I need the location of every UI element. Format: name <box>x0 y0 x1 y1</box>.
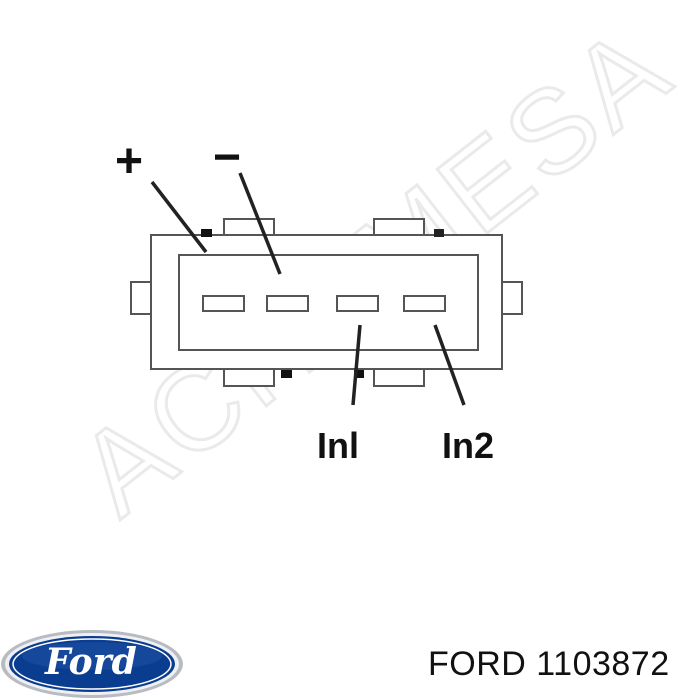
leader-line-in1 <box>351 324 362 406</box>
top-tab-right <box>373 218 425 237</box>
key-marker <box>281 370 292 378</box>
leader-line-plus <box>150 180 208 254</box>
ford-logo-text: Ford <box>45 641 137 683</box>
pin-4 <box>403 295 446 312</box>
brand-part-number: FORD 1103872 <box>428 645 670 683</box>
key-marker <box>201 229 212 237</box>
pin-2 <box>266 295 309 312</box>
side-tab-right <box>500 281 523 315</box>
plus-label: + <box>115 135 144 188</box>
bottom-tab-left <box>223 368 275 387</box>
key-marker <box>434 229 444 237</box>
leader-line-minus <box>238 172 282 275</box>
pin-3 <box>336 295 379 312</box>
pin-label-in1: Inl <box>317 425 359 466</box>
bottom-tab-right <box>373 368 425 387</box>
key-marker <box>354 370 364 378</box>
minus-label: − <box>213 131 242 184</box>
pin-label-in2: In2 <box>442 425 495 466</box>
leader-line-in2 <box>433 324 466 406</box>
side-tab-left <box>130 281 153 315</box>
top-tab-left <box>223 218 275 237</box>
ford-logo <box>1 630 183 698</box>
pin-1 <box>202 295 245 312</box>
